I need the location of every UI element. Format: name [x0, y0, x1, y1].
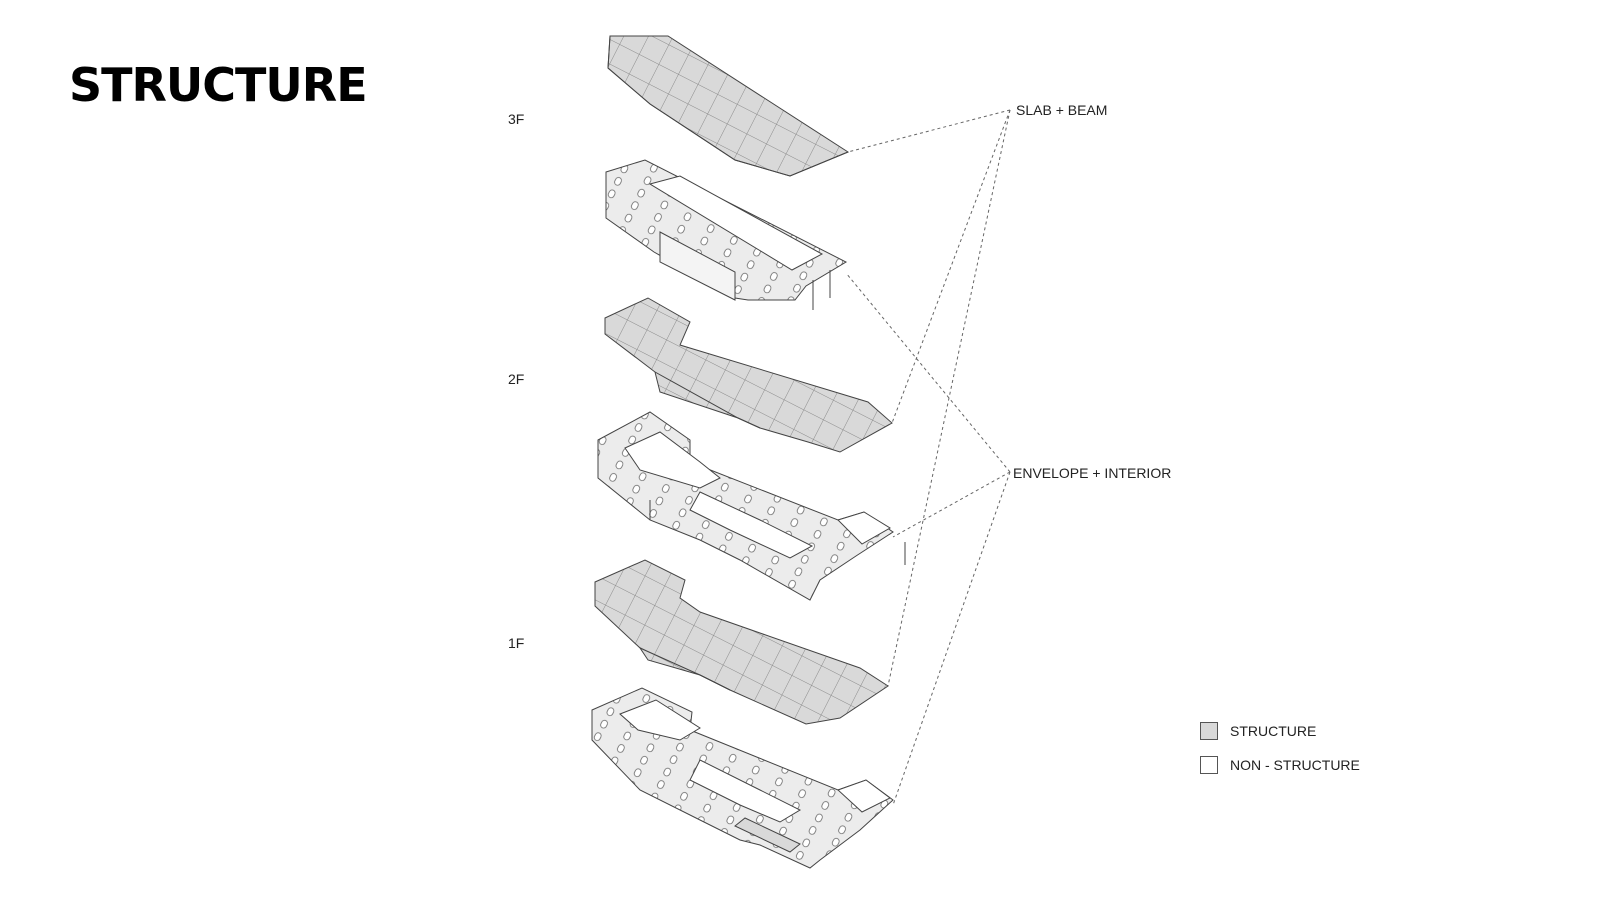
legend-non-structure: NON - STRUCTURE — [1200, 756, 1360, 774]
page-title: STRUCTURE — [69, 58, 368, 112]
slab-1f — [594, 559, 889, 725]
floor-label-1f: 1F — [508, 635, 525, 651]
callout-envelope-interior: ENVELOPE + INTERIOR — [1013, 465, 1172, 481]
floor-label-2f: 2F — [508, 371, 525, 387]
legend-non-structure-label: NON - STRUCTURE — [1230, 757, 1360, 773]
slab-3f — [607, 35, 850, 177]
legend-non-structure-swatch — [1200, 756, 1218, 774]
envelope-1f — [591, 687, 894, 869]
floor-label-3f: 3F — [508, 111, 525, 127]
legend-structure: STRUCTURE — [1200, 722, 1316, 740]
legend-structure-swatch — [1200, 722, 1218, 740]
leader-lines-slab — [847, 109, 1011, 687]
envelope-3f — [605, 159, 848, 310]
slab-2f — [604, 297, 893, 453]
leader-lines-envelope — [845, 272, 1011, 806]
envelope-2f — [597, 411, 906, 601]
legend-structure-label: STRUCTURE — [1230, 723, 1317, 739]
callout-slab-beam: SLAB + BEAM — [1016, 102, 1108, 118]
